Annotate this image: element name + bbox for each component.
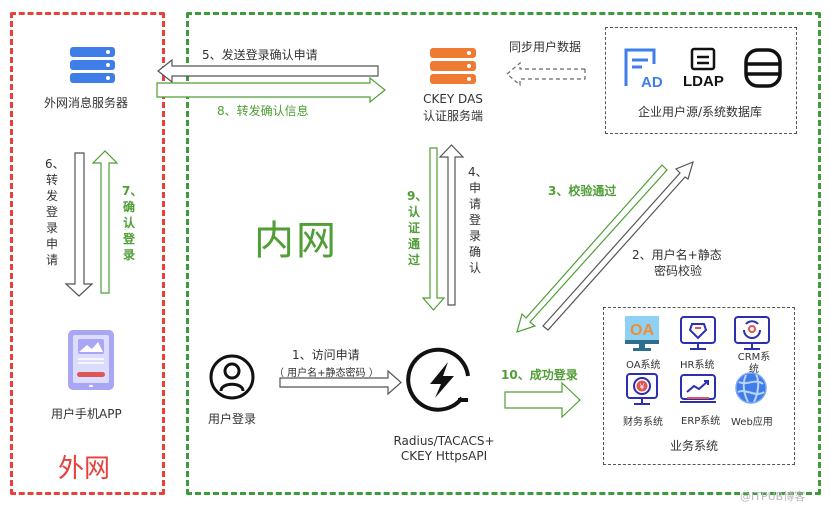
database-icon [744, 48, 782, 88]
step-1-label-line2: （ 用户名+静态密码 ） [274, 368, 379, 379]
radius-label-line2: CKEY HttpsAPI [400, 449, 488, 463]
internal-network-zone [186, 12, 821, 495]
system-label-oa: OA系统 [626, 360, 661, 371]
arrow-step-10 [504, 381, 581, 419]
system-label-crm: CRM系统 [737, 352, 771, 375]
server-icon [430, 48, 476, 84]
arrow-step-1 [279, 369, 402, 396]
svg-text:¥: ¥ [639, 383, 644, 392]
system-label-finance: 财务系统 [623, 417, 663, 428]
step-3-label: 3、校验通过 [548, 184, 617, 198]
external-network-zone [10, 12, 165, 495]
arrow-step-3 [516, 164, 668, 333]
user-icon [209, 354, 255, 400]
tablet-icon [68, 330, 114, 390]
step-8-label: 8、转发确认信息 [217, 104, 309, 118]
svg-text:OA: OA [630, 322, 654, 339]
step-2-label-line2: 密码校验 [654, 264, 703, 278]
radius-label-line1: Radius/TACACS+ [393, 434, 495, 448]
sync-label: 同步用户数据 [509, 40, 582, 54]
user-source-label: 企业用户源/系统数据库 [638, 105, 763, 119]
hr-icon [680, 316, 716, 350]
svg-text:LDAP: LDAP [683, 73, 724, 90]
step-5-label: 5、发送登录确认申请 [202, 48, 318, 62]
erp-icon [680, 374, 716, 403]
step-2-label-line1: 2、用户名+静态 [632, 248, 722, 262]
step-4-label: 4、申请登录确认 [468, 165, 488, 275]
user-login-label: 用户登录 [208, 412, 257, 426]
arrow-step-6 [64, 152, 94, 297]
external-network-title: 外网 [58, 454, 111, 484]
watermark: @ITPUB博客 [740, 490, 806, 503]
oa-icon: OA [625, 316, 659, 351]
arrow-step-5 [157, 58, 379, 84]
step-9-label: 9、认证通过 [407, 189, 428, 267]
ckey-das-label-line1: CKEY DAS [423, 92, 483, 106]
arrow-step-7 [91, 150, 119, 294]
arrow-sync [506, 61, 586, 87]
system-label-erp: ERP系统 [681, 416, 721, 427]
ad-icon: AD [624, 48, 663, 91]
step-10-label: 10、成功登录 [501, 368, 578, 382]
mobile-app-label: 用户手机APP [51, 407, 122, 421]
user-source-box [605, 27, 797, 134]
arrow-step-9 [421, 147, 446, 311]
external-msg-server-label: 外网消息服务器 [44, 96, 129, 110]
arrow-step-2 [542, 160, 694, 331]
finance-icon: ¥ [626, 373, 658, 405]
crm-icon [734, 316, 770, 350]
ldap-icon: LDAP [683, 47, 724, 90]
arrow-step-4 [438, 144, 465, 306]
svg-text:AD: AD [641, 74, 663, 91]
step-1-label-line1: 1、访问申请 [292, 348, 360, 362]
step-7-label: 7、确认登录 [122, 184, 143, 262]
system-label-hr: HR系统 [680, 360, 715, 371]
business-systems-label: 业务系统 [670, 439, 719, 453]
web-icon [735, 372, 767, 404]
step-6-label: 6、转发登录申请 [45, 157, 65, 267]
internal-network-title: 内网 [254, 218, 338, 264]
business-systems-box [603, 307, 795, 465]
system-label-web: Web应用 [731, 417, 773, 428]
arrow-step-8 [156, 76, 386, 104]
lightning-icon [406, 347, 470, 412]
ckey-das-label-line2: 认证服务端 [422, 109, 483, 123]
server-icon [70, 47, 115, 83]
